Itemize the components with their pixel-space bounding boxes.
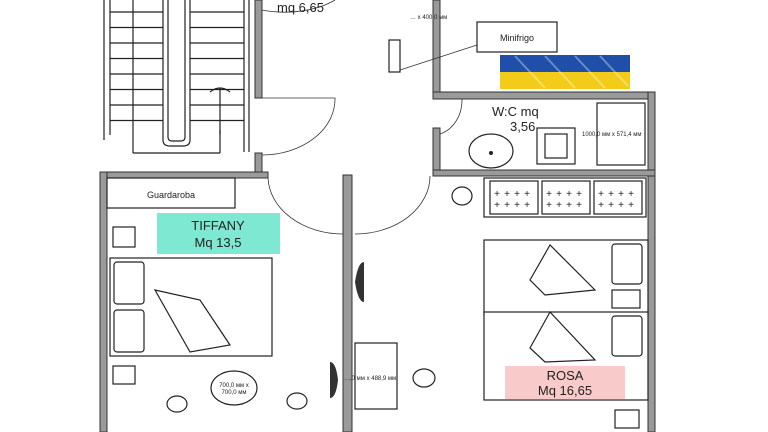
- svg-text:+: +: [618, 189, 624, 200]
- chair: [286, 392, 308, 410]
- svg-text:+: +: [576, 200, 582, 211]
- minifrigo-label: Minifrigo: [500, 33, 534, 43]
- desk-dimension: …,0 мм x 488,9 мм: [344, 376, 396, 382]
- svg-text:+: +: [504, 200, 510, 211]
- bed-tiffany: [109, 257, 273, 357]
- nightstand: [611, 289, 641, 309]
- walls: [99, 0, 656, 432]
- tiffany-label-box: [157, 213, 280, 254]
- svg-text:+: +: [576, 189, 582, 200]
- shelving-unit: ++++++++++++++++++++++++: [483, 177, 647, 218]
- door-tiffany: [267, 176, 344, 235]
- table-dimension: 700,0 мм: [222, 390, 247, 396]
- svg-text:+: +: [514, 200, 520, 211]
- nightstand: [614, 409, 640, 429]
- tv-tiffany: [330, 362, 338, 398]
- minifrigo-callout: [476, 21, 558, 53]
- tiffany-area: Mq 13,5: [195, 235, 242, 250]
- door-hall-top: [261, 0, 336, 13]
- tiffany-name: TIFFANY: [191, 218, 245, 233]
- stool: [451, 186, 473, 206]
- table-dimension: 700,0 мм x: [219, 383, 249, 389]
- nightstand: [112, 365, 136, 385]
- svg-text:+: +: [494, 189, 500, 200]
- svg-text:+: +: [608, 189, 614, 200]
- svg-text:+: +: [546, 200, 552, 211]
- door-stair: [261, 97, 336, 156]
- wc-area-value: 3,56: [510, 119, 535, 134]
- wardrobe-label: Guardaroba: [147, 190, 195, 200]
- nightstand: [112, 226, 136, 248]
- ukraine-flag-icon: [500, 55, 630, 89]
- door-wc: [439, 98, 463, 135]
- svg-text:+: +: [566, 189, 572, 200]
- svg-text:+: +: [628, 200, 634, 211]
- minifrigo-unit: [388, 39, 401, 73]
- svg-text:+: +: [618, 200, 624, 211]
- doors: [261, 0, 463, 235]
- svg-text:+: +: [494, 200, 500, 211]
- svg-text:+: +: [556, 189, 562, 200]
- svg-text:+: +: [524, 189, 530, 200]
- svg-text:+: +: [524, 200, 530, 211]
- chair: [166, 395, 188, 413]
- rosa-area: Mq 16,65: [538, 383, 592, 398]
- svg-text:+: +: [546, 189, 552, 200]
- svg-text:+: +: [598, 200, 604, 211]
- svg-text:+: +: [504, 189, 510, 200]
- svg-text:+: +: [598, 189, 604, 200]
- rosa-name: ROSA: [547, 368, 584, 383]
- desk: [354, 342, 398, 410]
- tv-rosa: [355, 262, 364, 302]
- door-rosa: [354, 175, 431, 235]
- svg-text:+: +: [628, 189, 634, 200]
- shower-dimension: 1000,0 мм x 571,4 мм: [582, 132, 642, 138]
- svg-text:+: +: [566, 200, 572, 211]
- rosa-label-box: [505, 366, 625, 399]
- round-table: [210, 370, 258, 406]
- hall-area-label: mq 6,65: [277, 0, 324, 15]
- svg-text:+: +: [556, 200, 562, 211]
- wc-area-label: W:C mq: [492, 104, 539, 119]
- dimension-label: … x 400,0 мм: [410, 15, 447, 21]
- svg-text:+: +: [608, 200, 614, 211]
- staircase: [100, 0, 250, 154]
- svg-text:+: +: [514, 189, 520, 200]
- wardrobe: [106, 177, 236, 209]
- shower: [596, 102, 646, 166]
- chair: [412, 368, 436, 388]
